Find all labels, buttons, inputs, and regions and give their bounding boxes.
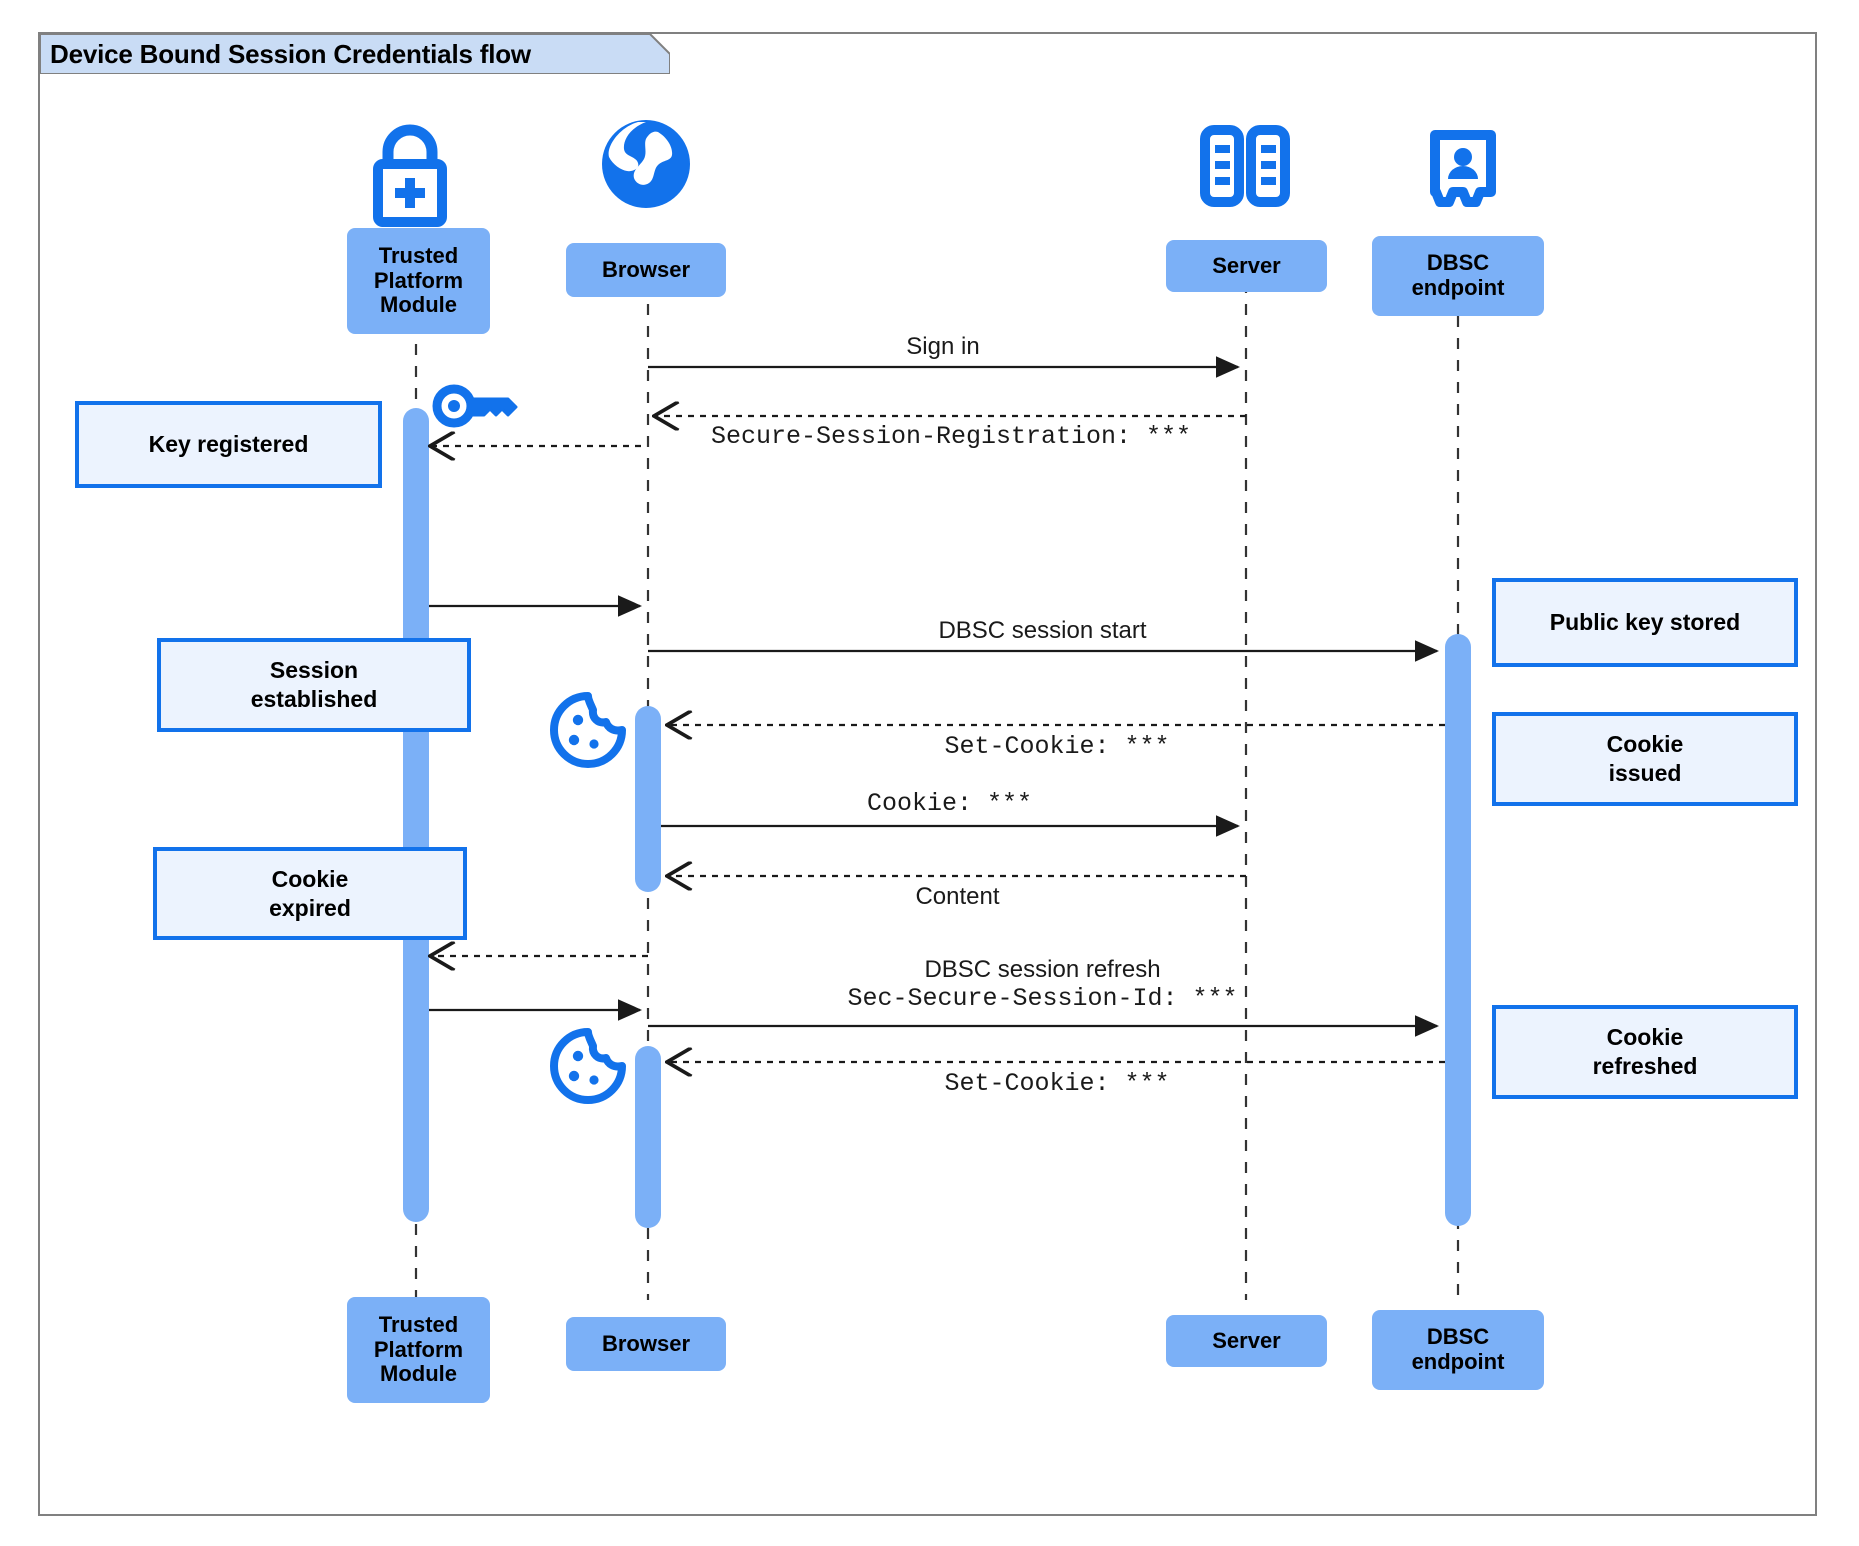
note-cookie-refreshed: Cookie refreshed (1492, 1005, 1798, 1099)
key-icon (432, 384, 518, 428)
diagram-frame (38, 32, 1817, 1516)
activation-tpm (403, 408, 429, 1222)
activation-dbsc (1445, 634, 1471, 1226)
participant-header-server[interactable]: Server (1166, 240, 1327, 292)
participant-header-browser[interactable]: Browser (566, 243, 726, 297)
participant-header-dbsc[interactable]: DBSC endpoint (1372, 236, 1544, 316)
note-text: Key registered (148, 431, 309, 458)
participant-footer-label-tpm: Trusted Platform Module (373, 1312, 464, 1387)
cookie-icon (550, 692, 626, 768)
message-arrows (429, 356, 1445, 1062)
participant-label-tpm: Trusted Platform Module (373, 243, 464, 318)
participant-label-server: Server (1212, 252, 1281, 278)
server-rack-icon (1200, 125, 1290, 207)
participant-footer-label-browser: Browser (601, 1330, 691, 1356)
message-label-cookie: Cookie: *** (866, 789, 1033, 818)
activation-browser-1 (635, 706, 661, 892)
note-key-registered: Key registered (75, 401, 382, 488)
participant-label-browser: Browser (601, 256, 691, 282)
message-label-set-cookie-1: Set-Cookie: *** (944, 732, 1170, 761)
message-label-line-2: Sec-Secure-Session-Id: *** (847, 984, 1238, 1014)
participant-label-dbsc: DBSC endpoint (1411, 250, 1505, 300)
frame-title-tab (40, 34, 670, 74)
message-label-dbsc-session-refresh: DBSC session refresh Sec-Secure-Session-… (648, 955, 1437, 1015)
note-text: Cookie expired (269, 865, 351, 921)
frame-title-label: Device Bound Session Credentials flow (50, 38, 531, 69)
message-label-set-cookie-2: Set-Cookie: *** (944, 1069, 1170, 1098)
note-text: Cookie issued (1606, 731, 1684, 786)
message-label-line-1: DBSC session refresh (924, 956, 1161, 983)
id-badge-icon (1430, 130, 1496, 207)
note-text: Cookie refreshed (1592, 1024, 1698, 1079)
message-label-content: Content (915, 883, 1000, 910)
participant-footer-label-dbsc: DBSC endpoint (1411, 1324, 1505, 1374)
participant-footer-tpm[interactable]: Trusted Platform Module (347, 1297, 490, 1403)
note-session-established: Session established (157, 638, 471, 732)
note-text: Session established (250, 657, 378, 712)
participant-footer-browser[interactable]: Browser (566, 1317, 726, 1371)
message-label-dbsc-session-start: DBSC session start (938, 617, 1147, 644)
note-text: Public key stored (1549, 609, 1741, 636)
note-public-key-stored: Public key stored (1492, 578, 1798, 667)
participant-footer-label-server: Server (1212, 1327, 1281, 1353)
participant-header-tpm[interactable]: Trusted Platform Module (347, 228, 490, 334)
participant-footer-dbsc[interactable]: DBSC endpoint (1372, 1310, 1544, 1390)
message-label-sign-in: Sign in (906, 333, 980, 360)
activation-browser-2 (635, 1046, 661, 1228)
participant-footer-server[interactable]: Server (1166, 1315, 1327, 1367)
activation-bars (403, 408, 1471, 1228)
cookie-icon (550, 1028, 626, 1104)
note-cookie-expired: Cookie expired (153, 847, 467, 940)
globe-icon (602, 120, 690, 208)
message-label-secure-session-registration: Secure-Session-Registration: *** (710, 422, 1192, 451)
note-cookie-issued: Cookie issued (1492, 712, 1798, 806)
lock-plus-icon (373, 124, 447, 227)
